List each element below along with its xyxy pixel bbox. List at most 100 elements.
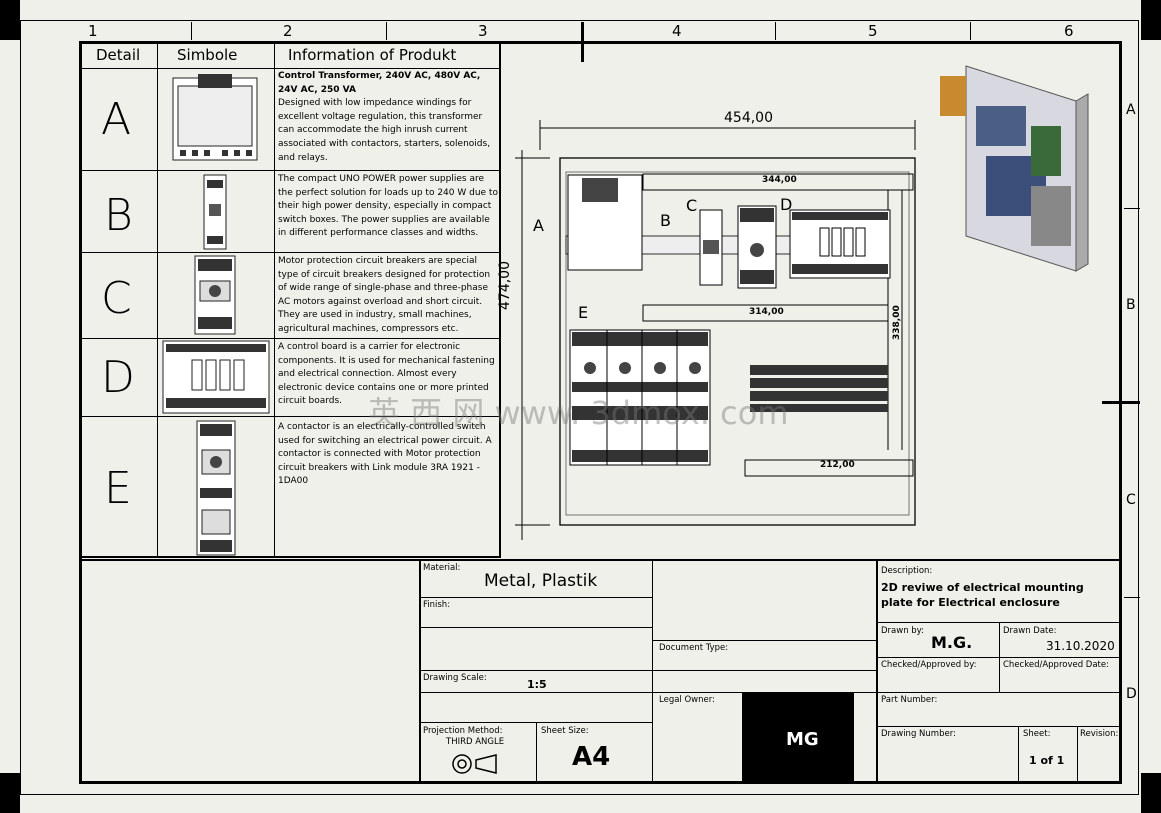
revision-label: Revision: xyxy=(1080,729,1119,739)
symbol-transformer xyxy=(172,74,258,161)
column-number-1: 1 xyxy=(88,22,98,40)
callout-c: C xyxy=(686,196,698,215)
table-divider xyxy=(81,68,501,69)
material-label: Material: xyxy=(423,563,461,573)
row-letter-d: D xyxy=(1126,686,1137,702)
dim-height-474: 474,00 xyxy=(497,261,513,310)
row-tick xyxy=(1124,208,1140,209)
column-number-6: 6 xyxy=(1064,22,1074,40)
dim-width-454: 454,00 xyxy=(724,110,773,126)
column-tick xyxy=(775,22,776,40)
row-letter-c: C xyxy=(1126,492,1136,508)
description-value: 2D reviwe of electrical mounting plate f… xyxy=(881,581,1084,609)
dim-212: 212,00 xyxy=(820,460,855,470)
column-tick xyxy=(970,22,971,40)
part-number-label: Part Number: xyxy=(881,695,938,705)
detail-table xyxy=(81,43,501,558)
titleblock-divider xyxy=(876,692,1120,693)
material-value: Metal, Plastik xyxy=(484,571,598,591)
scale-label: Drawing Scale: xyxy=(423,673,487,683)
titleblock-divider xyxy=(419,597,653,598)
corner-mark-tl xyxy=(0,0,20,40)
table-divider xyxy=(81,252,501,253)
dim-338: 338,00 xyxy=(892,305,902,340)
mounting-plate-drawing xyxy=(515,120,916,540)
dim-344: 344,00 xyxy=(762,175,797,185)
table-divider xyxy=(81,338,501,339)
sheet-size-value: A4 xyxy=(572,742,611,772)
detail-letter-c: C xyxy=(101,273,132,324)
company-logo: MG xyxy=(742,693,854,783)
titleblock-divider xyxy=(419,692,653,693)
checked-by-label: Checked/Approved by: xyxy=(881,660,977,670)
titleblock-divider xyxy=(652,670,876,671)
header-symbol: Simbole xyxy=(177,46,238,64)
symbol-power-supply xyxy=(203,174,227,250)
info-text-b: The compact UNO POWER power supplies are… xyxy=(278,174,498,239)
symbol-control-board xyxy=(162,340,270,414)
finish-label: Finish: xyxy=(423,600,451,610)
detail-letter-b: B xyxy=(104,190,133,241)
detail-letter-a: A xyxy=(101,94,132,145)
titleblock-divider xyxy=(536,722,537,783)
column-number-2: 2 xyxy=(283,22,293,40)
header-detail: Detail xyxy=(96,46,141,64)
row-center-mark xyxy=(1102,401,1140,404)
drawing-number-label: Drawing Number: xyxy=(881,729,956,739)
corner-mark-bl xyxy=(0,773,20,813)
titleblock-divider xyxy=(999,622,1000,692)
column-tick xyxy=(191,22,192,40)
titleblock-divider xyxy=(876,657,1120,658)
drawn-date-value: 31.10.2020 xyxy=(1046,639,1115,653)
sheet-value: 1 of 1 xyxy=(1029,754,1065,767)
sheet-size-label: Sheet Size: xyxy=(541,726,589,736)
table-divider xyxy=(157,43,158,558)
callout-e: E xyxy=(578,303,589,322)
watermark: 英 西 网 www. 3dmox. com xyxy=(368,394,789,432)
titleblock-divider xyxy=(652,640,876,641)
sheet-outer-border xyxy=(20,20,1139,795)
projection-label: Projection Method: xyxy=(423,726,503,736)
checked-date-label: Checked/Approved Date: xyxy=(1003,660,1109,670)
isometric-3d-view xyxy=(940,65,1089,272)
drawn-by-value: M.G. xyxy=(931,633,973,652)
column-number-4: 4 xyxy=(672,22,682,40)
detail-letter-e: E xyxy=(104,463,132,514)
column-number-3: 3 xyxy=(478,22,488,40)
info-text-c: Motor protection circuit breakers are sp… xyxy=(278,256,491,334)
titleblock-divider xyxy=(419,670,653,671)
corner-mark-tr xyxy=(1141,0,1161,40)
titleblock-divider xyxy=(876,622,1120,623)
projection-value: THIRD ANGLE xyxy=(446,737,505,747)
third-angle-projection-icon xyxy=(452,754,497,774)
symbol-motor-breaker xyxy=(194,255,236,335)
row-letter-a: A xyxy=(1126,102,1136,118)
table-divider xyxy=(81,170,501,171)
row-tick xyxy=(1124,597,1140,598)
info-title-a: Control Transformer, 240V AC, 480V AC, 2… xyxy=(278,71,481,95)
callout-d: D xyxy=(780,195,793,214)
titleblock-top-border xyxy=(81,559,1120,561)
detail-letter-d: D xyxy=(101,352,135,403)
titleblock-divider xyxy=(1018,726,1019,783)
titleblock-divider xyxy=(1077,726,1078,783)
info-text-e: A contactor is an electrically-controlle… xyxy=(278,422,492,487)
callout-a: A xyxy=(533,216,544,235)
sheet-label: Sheet: xyxy=(1023,729,1051,739)
drawn-by-label: Drawn by: xyxy=(881,626,924,636)
titleblock-divider xyxy=(419,559,421,783)
callout-b: B xyxy=(660,211,671,230)
table-divider xyxy=(81,416,501,417)
column-tick xyxy=(386,22,387,40)
dim-314: 314,00 xyxy=(749,307,784,317)
symbol-contactor xyxy=(196,420,236,556)
info-block-a: Control Transformer, 240V AC, 480V AC, 2… xyxy=(278,70,498,165)
titleblock-divider xyxy=(876,726,1120,727)
titleblock-divider xyxy=(652,692,876,693)
row-letter-b: B xyxy=(1126,297,1136,313)
scale-value: 1:5 xyxy=(527,678,547,691)
titleblock-divider xyxy=(419,722,653,723)
logo-text: MG xyxy=(786,729,819,750)
column-center-mark xyxy=(581,22,584,62)
column-number-5: 5 xyxy=(868,22,878,40)
